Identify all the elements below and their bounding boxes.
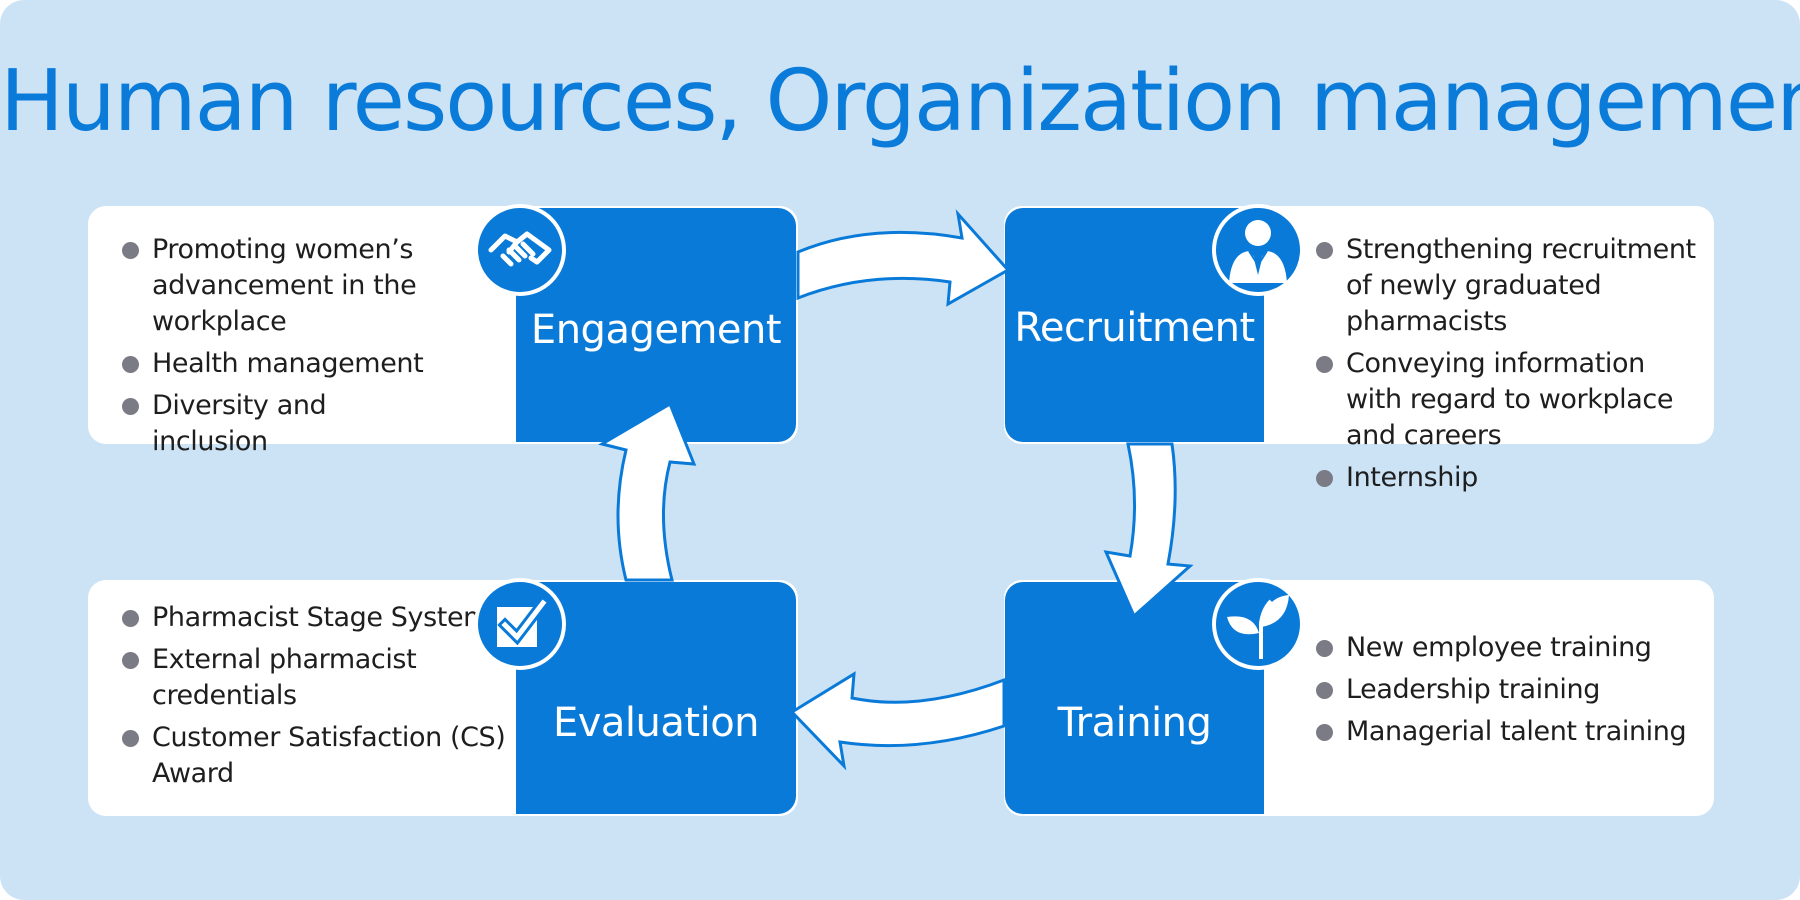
evaluation-label: Evaluation xyxy=(552,700,760,746)
arrow-engagement-to-recruitment xyxy=(796,209,1011,307)
list-item: External pharmacist credentials xyxy=(120,642,510,714)
training-items: New employee training Leadership trainin… xyxy=(1314,630,1704,756)
arrow-training-to-evaluation xyxy=(789,671,1006,771)
handshake-icon xyxy=(474,204,566,296)
page-title: Human resources, Organization management xyxy=(0,52,1800,151)
list-item: Internship xyxy=(1314,460,1704,496)
list-item: Pharmacist Stage System xyxy=(120,600,510,636)
engagement-label: Engagement xyxy=(530,307,782,353)
person-icon xyxy=(1212,204,1304,296)
list-item: Strengthening recruitment of newly gradu… xyxy=(1314,232,1704,340)
list-item: Conveying information with regard to wor… xyxy=(1314,346,1704,454)
recruitment-label: Recruitment xyxy=(1014,305,1255,351)
list-item: Promoting women’s advancement in the wor… xyxy=(120,232,430,340)
training-label: Training xyxy=(1057,700,1212,746)
list-item: Health management xyxy=(120,346,430,382)
list-item: Diversity and inclusion xyxy=(120,388,430,460)
recruitment-items: Strengthening recruitment of newly gradu… xyxy=(1314,232,1704,502)
list-item: Leadership training xyxy=(1314,672,1704,708)
sprout-icon xyxy=(1212,578,1304,670)
checkbox-icon xyxy=(474,578,566,670)
list-item: Customer Satisfaction (CS) Award xyxy=(120,720,510,792)
list-item: New employee training xyxy=(1314,630,1704,666)
list-item: Managerial talent training xyxy=(1314,714,1704,750)
evaluation-items: Pharmacist Stage System External pharmac… xyxy=(120,600,510,798)
engagement-items: Promoting women’s advancement in the wor… xyxy=(120,232,430,466)
